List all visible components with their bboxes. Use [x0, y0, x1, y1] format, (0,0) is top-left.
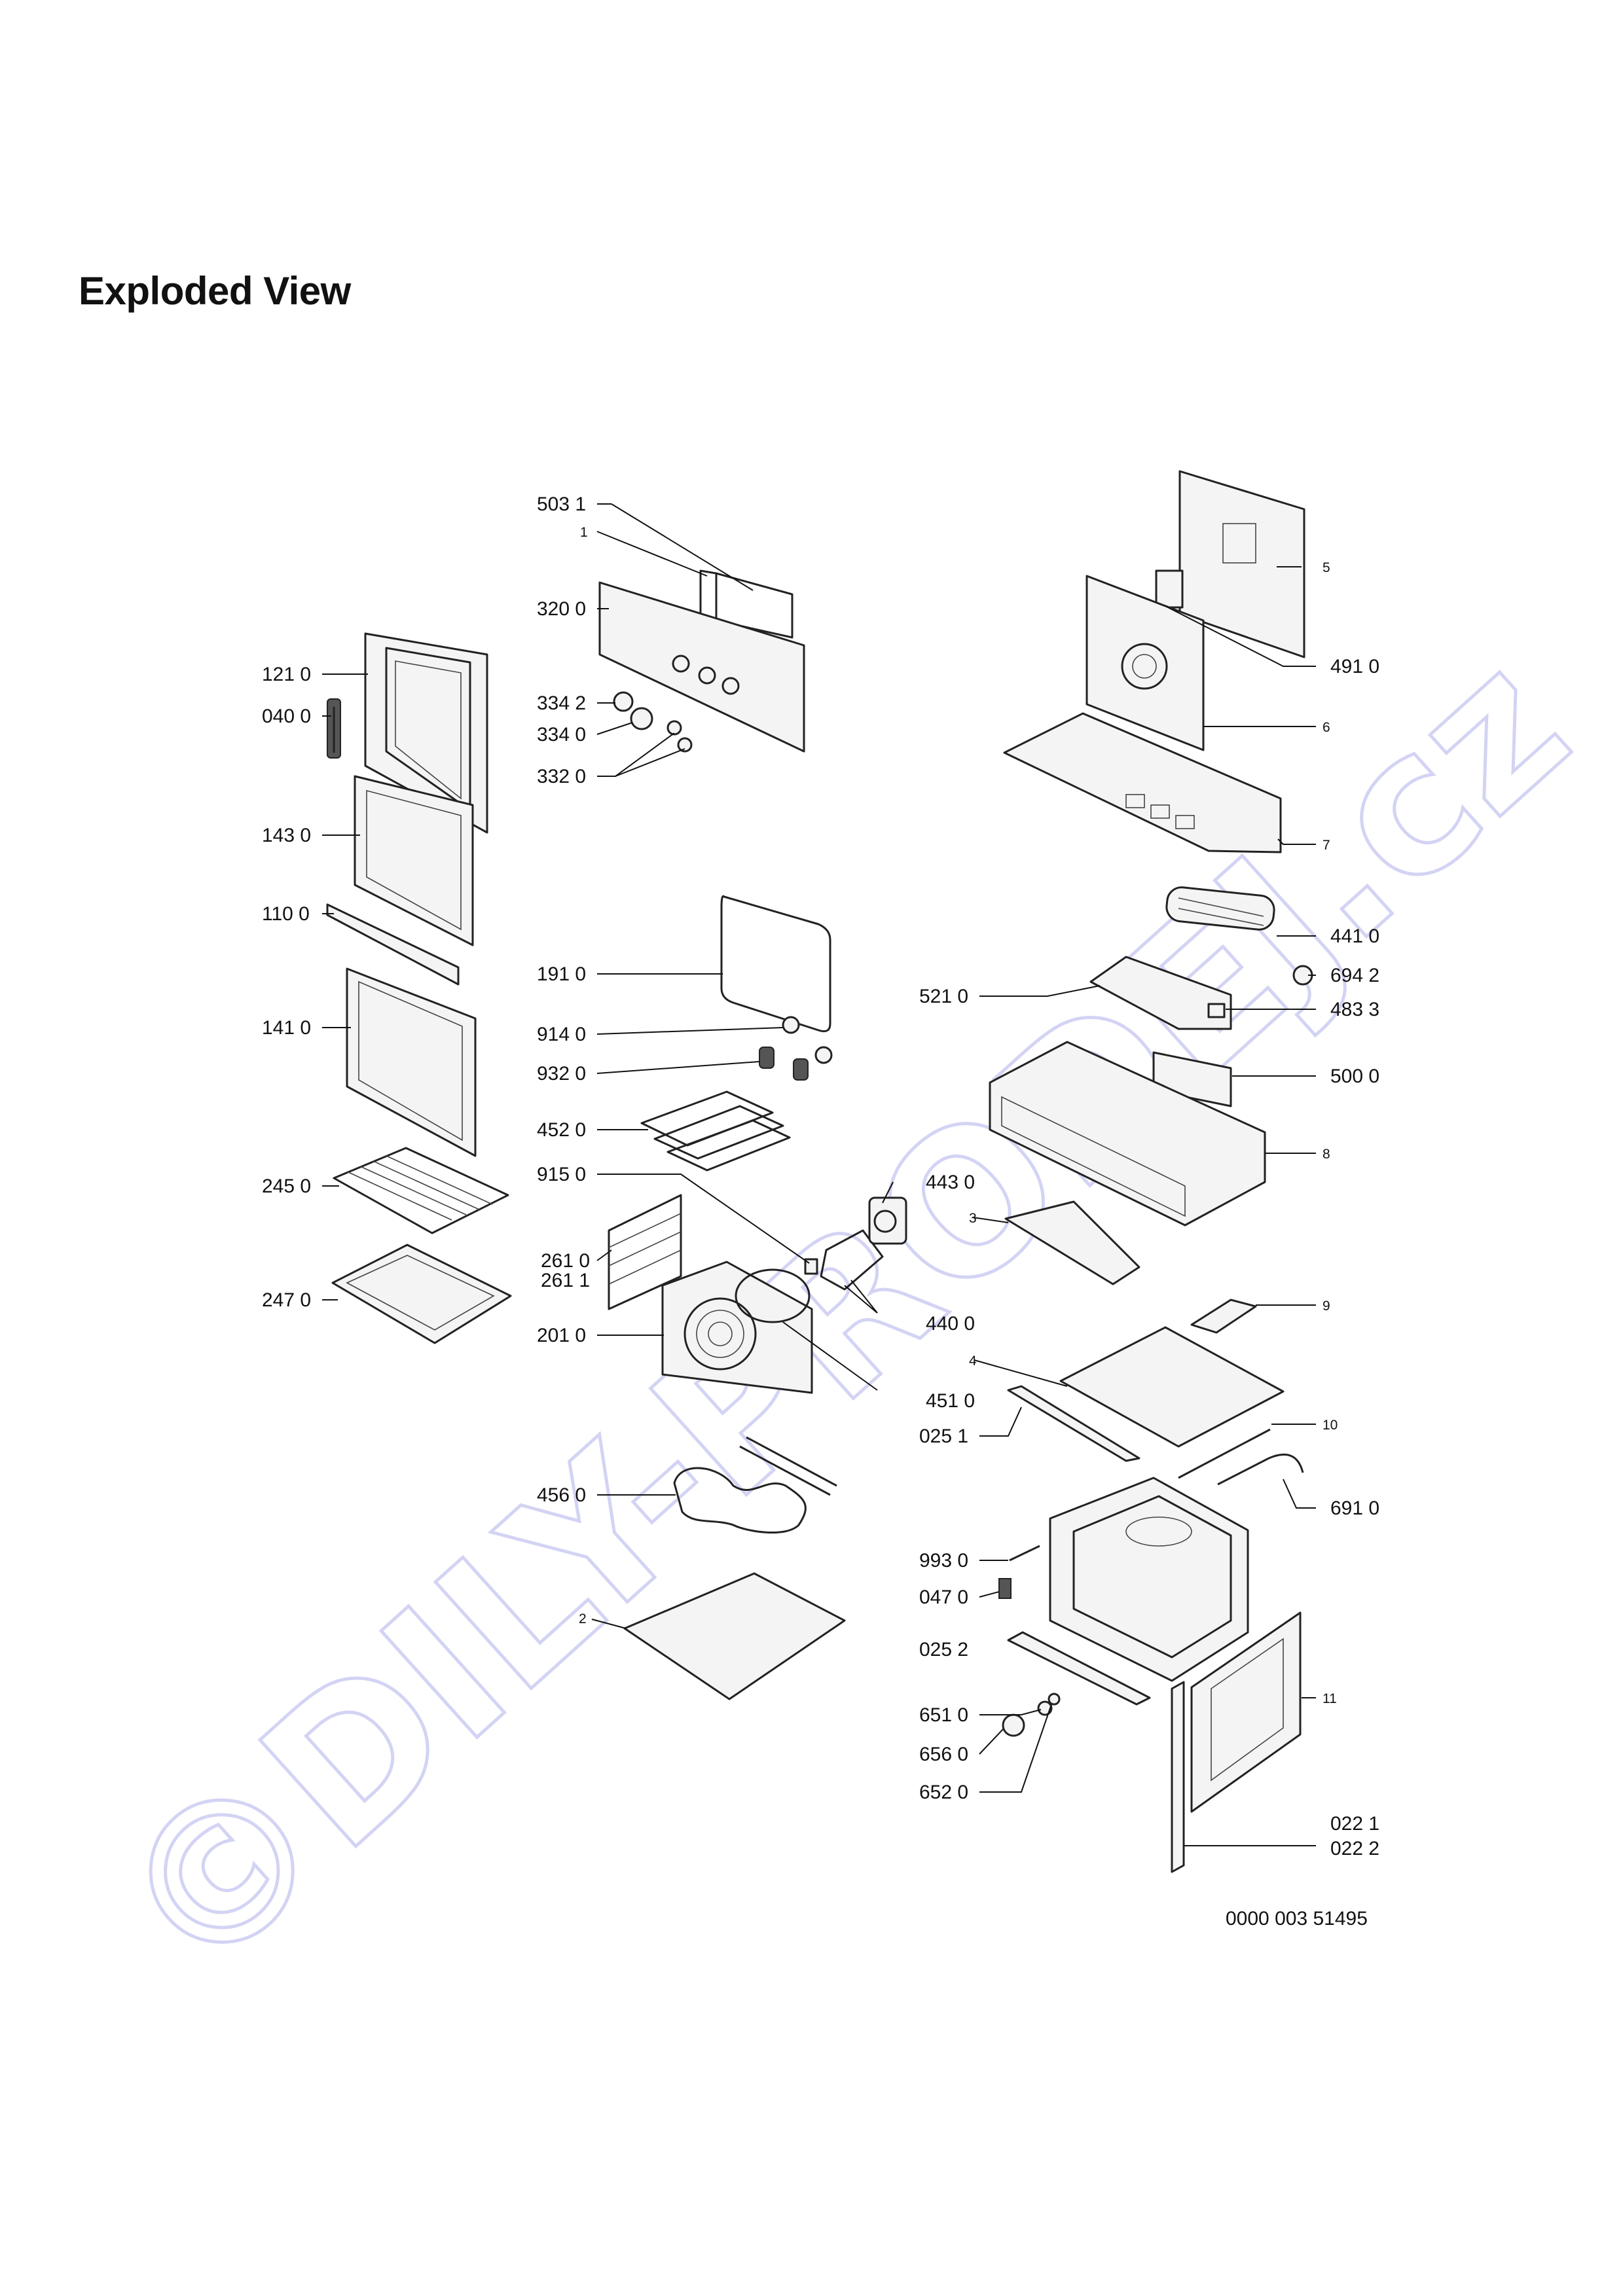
label-141-0: 141 0: [262, 1017, 311, 1039]
bottom-plate-part: [623, 1572, 846, 1700]
label-11: 11: [1322, 1691, 1337, 1706]
label-025-2: 025 2: [919, 1639, 968, 1660]
fan-part: [820, 1196, 907, 1291]
label-8: 8: [1322, 1147, 1330, 1162]
top-plate-part: [1003, 712, 1282, 853]
label-694-2: 694 2: [1330, 965, 1379, 986]
label-914-0: 914 0: [537, 1024, 586, 1045]
rail-part: [1007, 1385, 1140, 1462]
label-121-0: 121 0: [262, 664, 311, 685]
leader-lines: [322, 503, 1316, 1846]
label-022-2: 022 2: [1330, 1838, 1379, 1859]
label-503-1: 503 1: [537, 493, 586, 515]
label-047-0: 047 0: [919, 1587, 968, 1608]
label-022-1: 022 1: [1330, 1813, 1379, 1835]
label-4: 4: [969, 1354, 977, 1369]
outer-glass-part: [346, 967, 477, 1157]
side-frame-part: [1190, 1611, 1302, 1813]
document-code: 0000 003 51495: [1226, 1908, 1368, 1929]
door-frame-part: [364, 632, 488, 834]
label-652-0: 652 0: [919, 1782, 968, 1803]
inner-glass-part: [354, 775, 474, 946]
baking-tray-part: [331, 1244, 512, 1344]
rod-part: [1178, 1428, 1271, 1479]
housing-part: [989, 1041, 1266, 1227]
label-452-0: 452 0: [537, 1119, 586, 1141]
control-panel-part: [598, 581, 805, 753]
label-451-0: 451 0: [926, 1390, 975, 1412]
label-334-0: 334 0: [537, 724, 586, 745]
label-245-0: 245 0: [262, 1175, 311, 1197]
label-110-0: 110 0: [262, 903, 310, 925]
label-491-0: 491 0: [1330, 656, 1379, 677]
label-7: 7: [1322, 838, 1330, 853]
ring-element-part: [735, 1268, 811, 1323]
label-5: 5: [1322, 560, 1330, 575]
electronics-bracket-part: [1089, 956, 1232, 1030]
connector-part: [1207, 1003, 1226, 1018]
label-261-1: 261 1: [541, 1270, 590, 1291]
label-9: 9: [1322, 1299, 1330, 1314]
label-1: 1: [580, 525, 588, 540]
insulation-plate-part: [1059, 1326, 1285, 1448]
label-2: 2: [579, 1611, 587, 1626]
clip-part: [998, 1578, 1012, 1599]
back-panel-part: [661, 1261, 813, 1394]
label-3: 3: [969, 1211, 977, 1226]
rear-cover-part: [1178, 470, 1305, 658]
label-6: 6: [1322, 720, 1330, 735]
label-040-0: 040 0: [262, 706, 311, 727]
label-440-0: 440 0: [926, 1313, 975, 1335]
label-443-0: 443 0: [926, 1172, 975, 1193]
watermark: ©DILY-PRODEJ.cz: [73, 609, 1611, 2026]
part-labels: 503 1 1 320 0 334 2 334 0 332 0 121 0 04…: [262, 493, 1379, 1859]
label-651-0: 651 0: [919, 1704, 968, 1726]
label-932-0: 932 0: [537, 1063, 586, 1085]
label-320-0: 320 0: [537, 598, 586, 620]
label-500-0: 500 0: [1330, 1066, 1379, 1087]
knobs-part: [613, 691, 653, 730]
lamp-parts: [759, 1016, 833, 1081]
grill-element-part: [640, 1090, 791, 1172]
label-143-0: 143 0: [262, 825, 311, 846]
rear-panel-part: [1085, 575, 1205, 751]
label-915-0: 915 0: [537, 1164, 586, 1185]
label-261-0: 261 0: [541, 1250, 590, 1272]
tangential-fan-part: [1165, 886, 1275, 931]
lower-small-parts: [1002, 1693, 1061, 1737]
front-rail-part: [1007, 1631, 1151, 1706]
door-seal-part: [720, 895, 831, 1033]
rear-component-part: [1155, 569, 1184, 609]
side-strip-part: [1171, 1681, 1185, 1873]
oven-cavity-part: [1049, 1477, 1249, 1682]
side-tray-part: [1004, 1200, 1140, 1285]
label-521-0: 521 0: [919, 986, 968, 1007]
switch-part: [666, 720, 693, 753]
page-title: Exploded View: [79, 269, 351, 313]
label-483-3: 483 3: [1330, 999, 1379, 1020]
label-334-2: 334 2: [537, 692, 586, 714]
label-025-1: 025 1: [919, 1426, 968, 1447]
label-201-0: 201 0: [537, 1325, 586, 1346]
label-456-0: 456 0: [537, 1484, 586, 1506]
label-10: 10: [1322, 1418, 1338, 1433]
lower-element-part: [673, 1436, 837, 1534]
hinge-part: [327, 698, 341, 759]
side-rails-part: [608, 1194, 682, 1310]
label-993-0: 993 0: [919, 1550, 968, 1571]
label-191-0: 191 0: [537, 963, 586, 985]
label-247-0: 247 0: [262, 1289, 311, 1311]
door-bar-part: [326, 903, 460, 986]
wire-rack-part: [333, 1147, 509, 1234]
screw-part: [1009, 1545, 1040, 1562]
label-441-0: 441 0: [1330, 925, 1379, 947]
sensor-part: [1217, 1453, 1304, 1486]
small-cover-part: [1190, 1299, 1257, 1334]
label-656-0: 656 0: [919, 1744, 968, 1765]
watermark-text: ©DILY-PRODEJ.cz: [75, 611, 1610, 2024]
label-332-0: 332 0: [537, 766, 586, 787]
label-691-0: 691 0: [1330, 1498, 1379, 1519]
